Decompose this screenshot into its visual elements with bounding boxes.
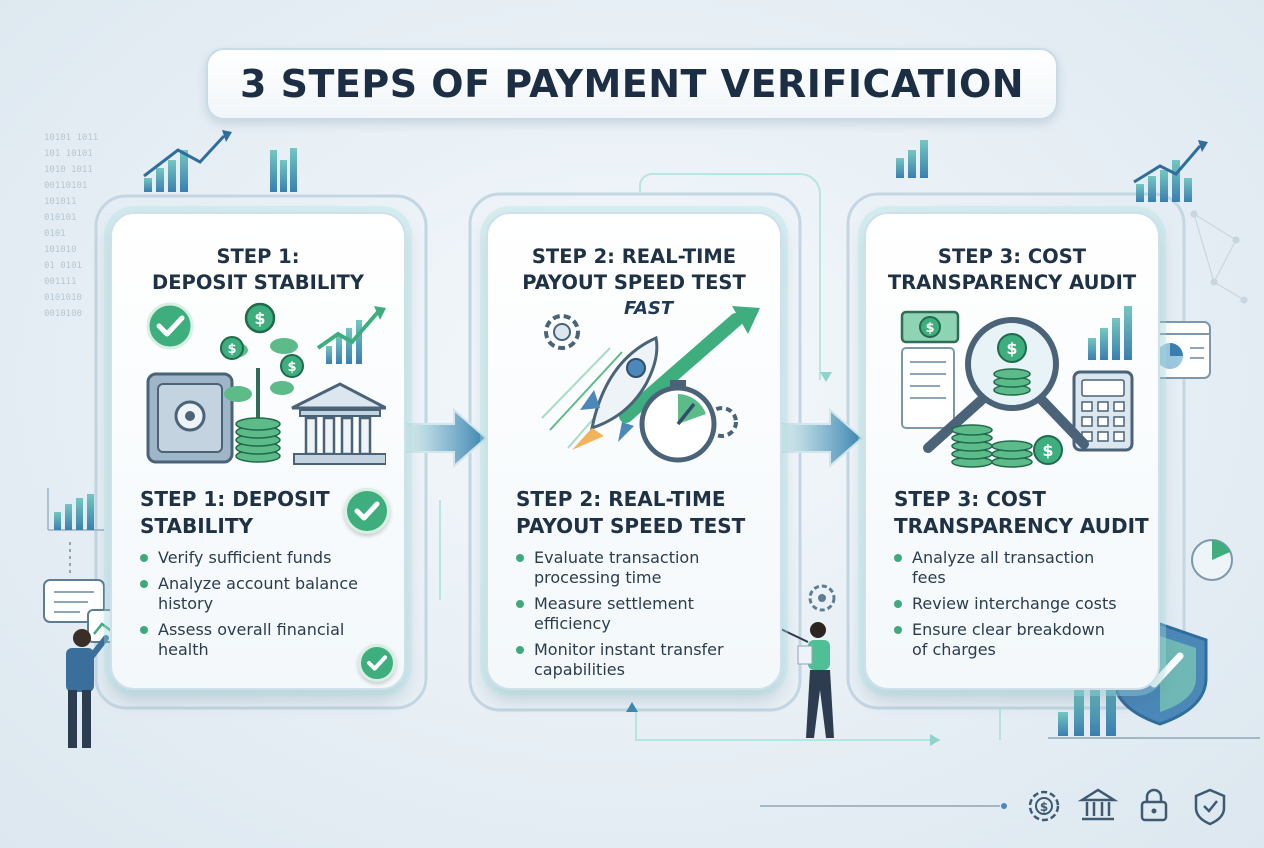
step-1-heading: STEP 1: DEPOSIT STABILITY	[152, 245, 364, 294]
svg-text:101010: 101010	[44, 245, 77, 255]
title-banner: 3 STEPS OF PAYMENT VERIFICATION	[206, 48, 1058, 120]
svg-text:$: $	[254, 309, 265, 328]
svg-text:010101: 010101	[44, 213, 77, 223]
svg-text:01 0101: 01 0101	[44, 261, 82, 271]
step-2-list: Evaluate transaction processing time Mea…	[514, 548, 764, 686]
svg-text:001111: 001111	[44, 277, 77, 287]
deposit-stability-illustration: $ $ $	[146, 302, 386, 465]
bank-icon	[1077, 788, 1119, 821]
page-title: 3 STEPS OF PAYMENT VERIFICATION	[239, 62, 1025, 106]
connector-arrow-2	[779, 407, 864, 469]
svg-text:1010 1011: 1010 1011	[44, 165, 93, 175]
step-1-card: STEP 1: DEPOSIT STABILITY $ $ $	[110, 212, 406, 690]
svg-text:0010100: 0010100	[44, 309, 82, 319]
connector-arrow-1	[403, 407, 488, 469]
shield-check-icon	[1194, 788, 1226, 826]
footer-icon-row: $	[760, 788, 1226, 826]
list-item: Verify sufficient funds	[138, 548, 388, 568]
step-2-heading: STEP 2: REAL-TIME PAYOUT SPEED TEST	[522, 245, 746, 294]
step-2-card: STEP 2: REAL-TIME PAYOUT SPEED TEST FAST…	[486, 212, 782, 690]
svg-text:0101010: 0101010	[44, 293, 82, 303]
list-item: Ensure clear breakdown of charges	[892, 620, 1142, 660]
presenter-woman-figure	[765, 584, 836, 738]
svg-text:00110101: 00110101	[44, 181, 87, 191]
step-3-subheading: STEP 3: COST TRANSPARENCY AUDIT	[894, 487, 1149, 538]
top-left-chart-decoration	[143, 130, 297, 192]
step-2-subheading: STEP 2: REAL-TIME PAYOUT SPEED TEST	[516, 487, 746, 538]
list-item: Measure settlement efficiency	[514, 594, 764, 634]
svg-text:10101 1011: 10101 1011	[44, 133, 98, 143]
list-item: Analyze account balance history	[138, 574, 388, 614]
svg-text:$: $	[1040, 800, 1048, 814]
svg-text:101 10101: 101 10101	[44, 149, 93, 159]
svg-text:$: $	[925, 321, 934, 336]
svg-text:$: $	[287, 360, 296, 375]
check-icon	[367, 655, 387, 671]
step-3-card: STEP 3: COST TRANSPARENCY AUDIT $ $	[864, 212, 1160, 690]
list-item: Evaluate transaction processing time	[514, 548, 764, 588]
check-icon	[354, 501, 380, 521]
svg-text:101011: 101011	[44, 197, 77, 207]
step-3-list: Analyze all transaction fees Review inte…	[892, 548, 1142, 666]
step-1-subheading: STEP 1: DEPOSIT STABILITY	[140, 487, 330, 538]
step-1-list: Verify sufficient funds Analyze account …	[138, 548, 388, 666]
svg-text:$: $	[1042, 441, 1053, 460]
list-item: Analyze all transaction fees	[892, 548, 1142, 588]
step-1-check-badge	[344, 488, 390, 534]
settings-dollar-icon: $	[1028, 790, 1060, 822]
list-item: Review interchange costs	[892, 594, 1142, 614]
cost-transparency-illustration: $ $	[900, 306, 1134, 468]
left-side-chart-decoration	[47, 488, 104, 576]
step-3-heading: STEP 3: COST TRANSPARENCY AUDIT	[887, 245, 1137, 294]
svg-text:$: $	[227, 342, 236, 357]
list-item: Monitor instant transfer capabilities	[514, 640, 764, 680]
list-item: Assess overall financial health	[138, 620, 388, 660]
fast-badge: FAST	[624, 298, 674, 319]
step-1-check-badge-small	[358, 644, 396, 682]
svg-text:$: $	[1006, 339, 1017, 358]
top-right-chart-decoration	[896, 140, 1248, 304]
svg-text:0101: 0101	[44, 229, 66, 239]
payout-speed-illustration	[541, 306, 760, 463]
lock-icon	[1140, 788, 1168, 822]
